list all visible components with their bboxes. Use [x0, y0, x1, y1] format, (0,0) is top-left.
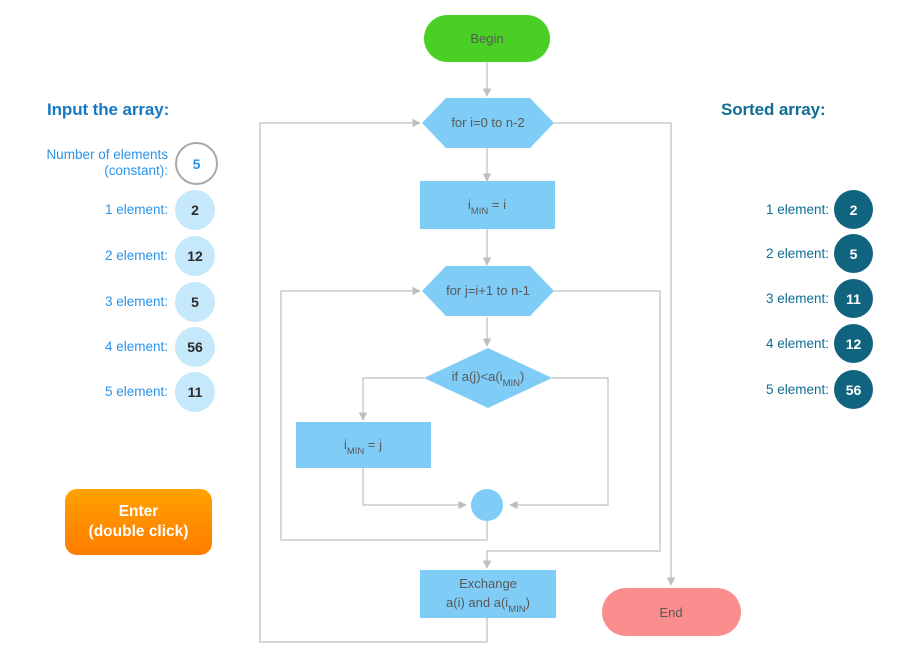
input-row-label-4: 4 element: — [104, 339, 168, 354]
node-inner-loop-label: for j=i+1 to n-1 — [446, 283, 530, 298]
node-assign-imin-j-main: i — [344, 437, 347, 452]
input-row-label-1: 1 element: — [104, 202, 168, 217]
node-exchange-label-line2: a(i) and a(iMIN) — [446, 595, 530, 615]
connector-condition-false-to-junction — [509, 377, 609, 510]
node-inner-loop[interactable]: for j=i+1 to n-1 — [422, 266, 554, 316]
input-row-bubble-2[interactable]: 12 — [175, 236, 215, 276]
input-row-bubble-3[interactable]: 5 — [175, 282, 215, 322]
node-assign-imin-i-sub: MIN — [471, 206, 489, 217]
input-panel-title: Input the array: — [47, 100, 170, 119]
node-condition-post: ) — [520, 369, 524, 384]
sorted-row-bubble-3: 11 — [834, 279, 873, 318]
node-condition-pre: if a(j)<a(i — [452, 369, 503, 384]
input-row-label-5: 5 element: — [104, 384, 168, 399]
node-outer-loop[interactable]: for i=0 to n-2 — [422, 98, 554, 148]
node-assign-imin-j-rest: = j — [364, 437, 382, 452]
node-exchange-line2-post: ) — [526, 595, 530, 610]
input-count-bubble[interactable]: 5 — [175, 142, 218, 185]
enter-button[interactable]: Enter (double click) — [65, 489, 212, 555]
sorted-row-label-3: 3 element: — [765, 291, 829, 306]
enter-button-line2: (double click) — [88, 523, 189, 540]
connector-exchange-to-outer-loop — [259, 118, 488, 643]
node-assign-imin-i[interactable]: iMIN = i — [420, 181, 555, 229]
input-count-label: Number of elements (constant): — [0, 147, 168, 179]
node-assign-imin-j[interactable]: iMIN = j — [296, 422, 431, 468]
input-count-label-line1: Number of elements — [46, 147, 168, 162]
node-end[interactable]: End — [602, 588, 741, 636]
node-condition[interactable]: if a(j)<a(iMIN) — [424, 348, 552, 408]
sorted-row-label-4: 4 element: — [765, 336, 829, 351]
input-row-bubble-1[interactable]: 2 — [175, 190, 215, 230]
node-condition-label: if a(j)<a(iMIN) — [452, 369, 525, 389]
sorted-panel-title: Sorted array: — [721, 100, 826, 119]
node-assign-imin-i-label: iMIN = i — [468, 197, 506, 217]
connector-group — [259, 62, 676, 643]
node-outer-loop-label: for i=0 to n-2 — [451, 115, 524, 130]
connector-assign-j-to-junction — [362, 468, 467, 510]
input-row-label-2: 2 element: — [104, 248, 168, 263]
node-assign-imin-i-rest: = i — [488, 197, 506, 212]
node-assign-imin-i-main: i — [468, 197, 471, 212]
sorted-row-label-1: 1 element: — [765, 202, 829, 217]
sorted-row-bubble-2: 5 — [834, 234, 873, 273]
node-end-label: End — [659, 605, 682, 620]
node-begin[interactable]: Begin — [424, 15, 550, 62]
input-row-bubble-4[interactable]: 56 — [175, 327, 215, 367]
connector-junction-to-inner-loop — [280, 286, 488, 541]
enter-button-line1: Enter — [118, 503, 159, 520]
sorted-row-bubble-1: 2 — [834, 190, 873, 229]
node-exchange-line2-sub: MIN — [508, 604, 526, 615]
input-row-label-3: 3 element: — [104, 294, 168, 309]
node-junction — [471, 489, 503, 521]
node-exchange[interactable]: Exchange a(i) and a(iMIN) — [420, 570, 556, 618]
sorted-row-bubble-4: 12 — [834, 324, 873, 363]
node-assign-imin-j-sub: MIN — [347, 446, 365, 457]
sorted-row-label-5: 5 element: — [765, 382, 829, 397]
node-assign-imin-j-label: iMIN = j — [344, 437, 382, 457]
connector-inner-loop-exit-to-exchange — [482, 290, 661, 569]
node-exchange-label-line1: Exchange — [459, 576, 517, 591]
node-begin-label: Begin — [470, 31, 503, 46]
input-count-label-line2: (constant): — [104, 163, 168, 178]
sorted-row-bubble-5: 56 — [834, 370, 873, 409]
sorted-row-label-2: 2 element: — [765, 246, 829, 261]
node-exchange-line2-pre: a(i) and a(i — [446, 595, 508, 610]
connector-outer-loop-exit-to-end — [554, 122, 676, 586]
node-condition-sub: MIN — [503, 378, 521, 389]
connector-condition-true-to-assign-j — [358, 377, 424, 421]
input-row-bubble-5[interactable]: 11 — [175, 372, 215, 412]
